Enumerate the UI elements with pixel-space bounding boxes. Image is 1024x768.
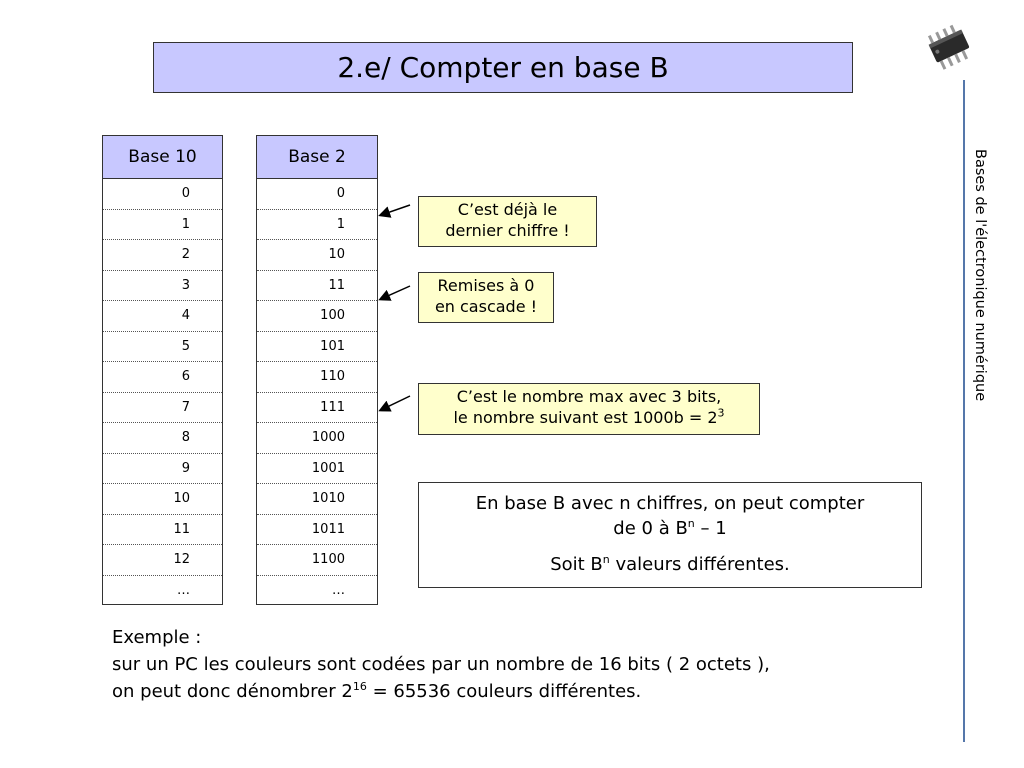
table-cell: 111 (257, 393, 377, 423)
table-cell: 101 (257, 332, 377, 362)
table-cell: 4 (103, 301, 222, 332)
table-cell: 10 (103, 484, 222, 515)
table-cell: 0 (103, 179, 222, 210)
table-cell: 12 (103, 545, 222, 576)
table-cell: 10 (257, 240, 377, 271)
arrow-note1 (378, 204, 411, 218)
info-line1: En base B avec n chiffres, on peut compt… (475, 493, 865, 514)
title-box: 2.e/ Compter en base B (153, 42, 853, 93)
note-cascade-reset: Remises à 0 en cascade ! (418, 272, 554, 323)
info-box: En base B avec n chiffres, on peut compt… (418, 482, 922, 588)
note-last-digit: C’est déjà le dernier chiffre ! (418, 196, 597, 247)
table-cell: 1011 (257, 515, 377, 545)
table-cell: 0 (257, 179, 377, 210)
side-divider (963, 80, 965, 742)
table-cell: 1000 (257, 423, 377, 454)
table-cell: 6 (103, 362, 222, 393)
table-cell: 1010 (257, 484, 377, 515)
arrow-note3 (378, 395, 411, 412)
arrow-note2 (378, 285, 411, 301)
table-cell: 11 (257, 271, 377, 301)
table-cell: 3 (103, 271, 222, 301)
table-cell: 1001 (257, 454, 377, 484)
table-cell: 8 (103, 423, 222, 454)
table-cell: 5 (103, 332, 222, 362)
example-line2: sur un PC les couleurs sont codées par u… (112, 654, 770, 675)
slide-title: 2.e/ Compter en base B (337, 51, 669, 84)
table-cell: 1 (103, 210, 222, 240)
side-label: Bases de l'électronique numérique (972, 149, 988, 402)
info-line3: Soit Bn valeurs différentes. (550, 553, 790, 575)
table-cell: 11 (103, 515, 222, 545)
info-line2: de 0 à Bn – 1 (613, 517, 727, 539)
table-cell: 110 (257, 362, 377, 393)
table-cell: … (332, 583, 345, 599)
ic-chip-icon (927, 24, 970, 70)
table-cell: … (177, 583, 190, 599)
note-max-3bits: C’est le nombre max avec 3 bits, le nomb… (418, 383, 760, 435)
table-cell: 1 (257, 210, 377, 240)
example-line1: Exemple : (112, 627, 202, 648)
table-cell: 2 (103, 240, 222, 271)
example-text: Exemple : sur un PC les couleurs sont co… (112, 624, 912, 705)
table-cell: 100 (257, 301, 377, 332)
base10-header: Base 10 (103, 136, 222, 179)
example-line3: on peut donc dénombrer 216 = 65536 coule… (112, 680, 642, 702)
table-cell: 1100 (257, 545, 377, 576)
table-cell: 9 (103, 454, 222, 484)
table-cell: 7 (103, 393, 222, 423)
base2-header: Base 2 (257, 136, 377, 179)
